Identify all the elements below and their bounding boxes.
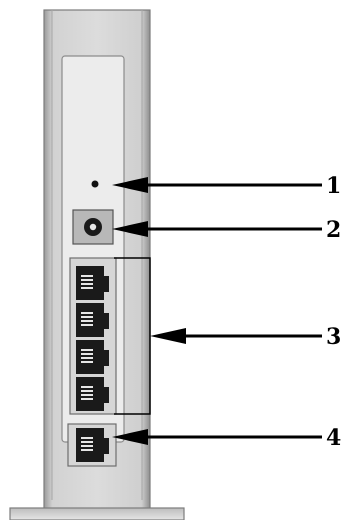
callout-label-2: 2 (326, 217, 341, 243)
callout-arrow-1 (112, 177, 322, 193)
callout-label-1: 1 (326, 173, 341, 199)
power-jack (73, 210, 113, 244)
callout-arrow-2 (112, 221, 322, 237)
callout-label-4: 4 (326, 425, 341, 451)
callout-label-3: 3 (326, 324, 341, 350)
router-stand (10, 508, 184, 520)
reset-hole (92, 181, 99, 188)
callout-arrow-4 (112, 429, 322, 445)
callout-arrow-3 (150, 328, 322, 344)
